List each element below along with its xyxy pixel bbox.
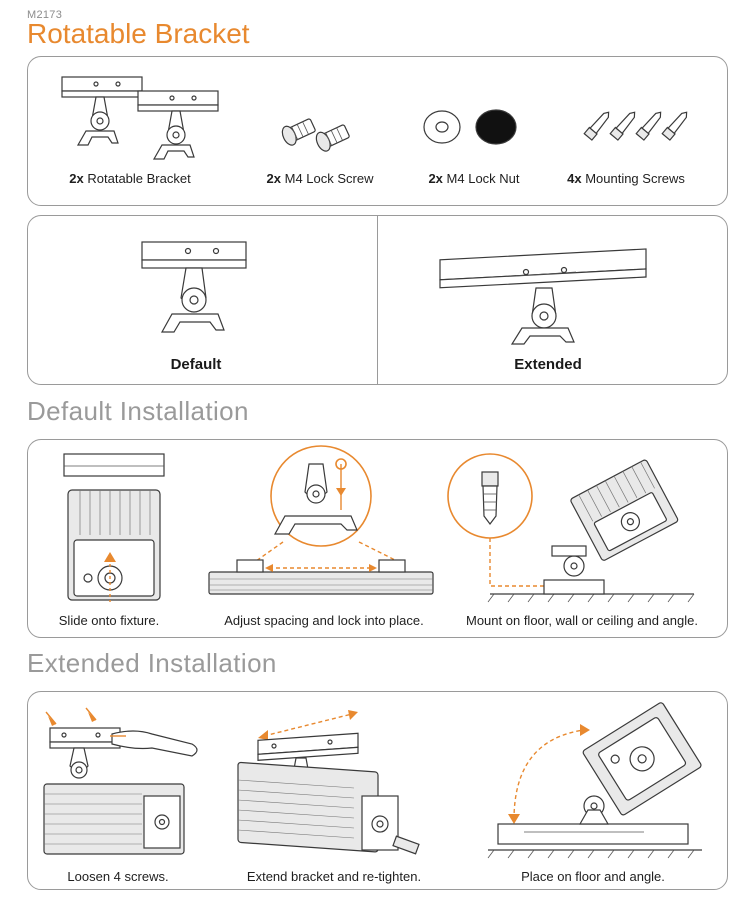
- extended-bracket-illustration: [439, 248, 647, 345]
- content-item-label: 2x M4 Lock Nut: [428, 171, 520, 186]
- content-item-label: 4x Mounting Screws: [567, 171, 685, 186]
- mount-illustration: [447, 453, 695, 603]
- default-step-1-caption: Slide onto fixture.: [58, 613, 160, 628]
- extended-step-3-caption: Place on floor and angle.: [521, 869, 665, 884]
- modes-panel: Default Extended: [27, 215, 728, 385]
- loosen-screws-illustration: [43, 707, 198, 855]
- product-code: M2173: [27, 9, 63, 21]
- place-on-floor-illustration: [487, 702, 702, 859]
- extend-bracket-illustration: [237, 710, 420, 855]
- page-title: Rotatable Bracket: [27, 18, 250, 49]
- mounting-screws-illustration: [583, 111, 688, 141]
- default-installation-panel: Slide onto fixture. Adjust spacing and l…: [27, 439, 728, 638]
- default-step-2-caption: Adjust spacing and lock into place.: [224, 613, 424, 628]
- extended-step-1-caption: Loosen 4 screws.: [67, 869, 169, 884]
- extended-installation-title: Extended Installation: [27, 648, 277, 678]
- adjust-spacing-illustration: [208, 445, 434, 595]
- content-item-label: 2x Rotatable Bracket: [69, 171, 191, 186]
- lock-screw-illustration: [281, 118, 350, 152]
- extended-label: Extended: [514, 356, 582, 373]
- default-label: Default: [170, 356, 222, 373]
- contents-panel: 2x Rotatable Bracket 2x M4 Lock Screw 2x…: [27, 56, 728, 206]
- default-bracket-illustration: [141, 241, 247, 333]
- extended-step-2-caption: Extend bracket and re-tighten.: [246, 869, 422, 884]
- extended-installation-panel: Loosen 4 screws. Extend bracket and re-t…: [27, 691, 728, 890]
- default-step-3-caption: Mount on floor, wall or ceiling and angl…: [466, 613, 698, 628]
- default-installation-title: Default Installation: [27, 396, 249, 426]
- content-item-label: 2x M4 Lock Screw: [266, 171, 374, 186]
- slide-onto-fixture-illustration: [63, 453, 165, 602]
- lock-nut-illustration: [423, 109, 517, 145]
- bracket-pair-illustration: [61, 76, 219, 160]
- modes-divider: [377, 216, 379, 384]
